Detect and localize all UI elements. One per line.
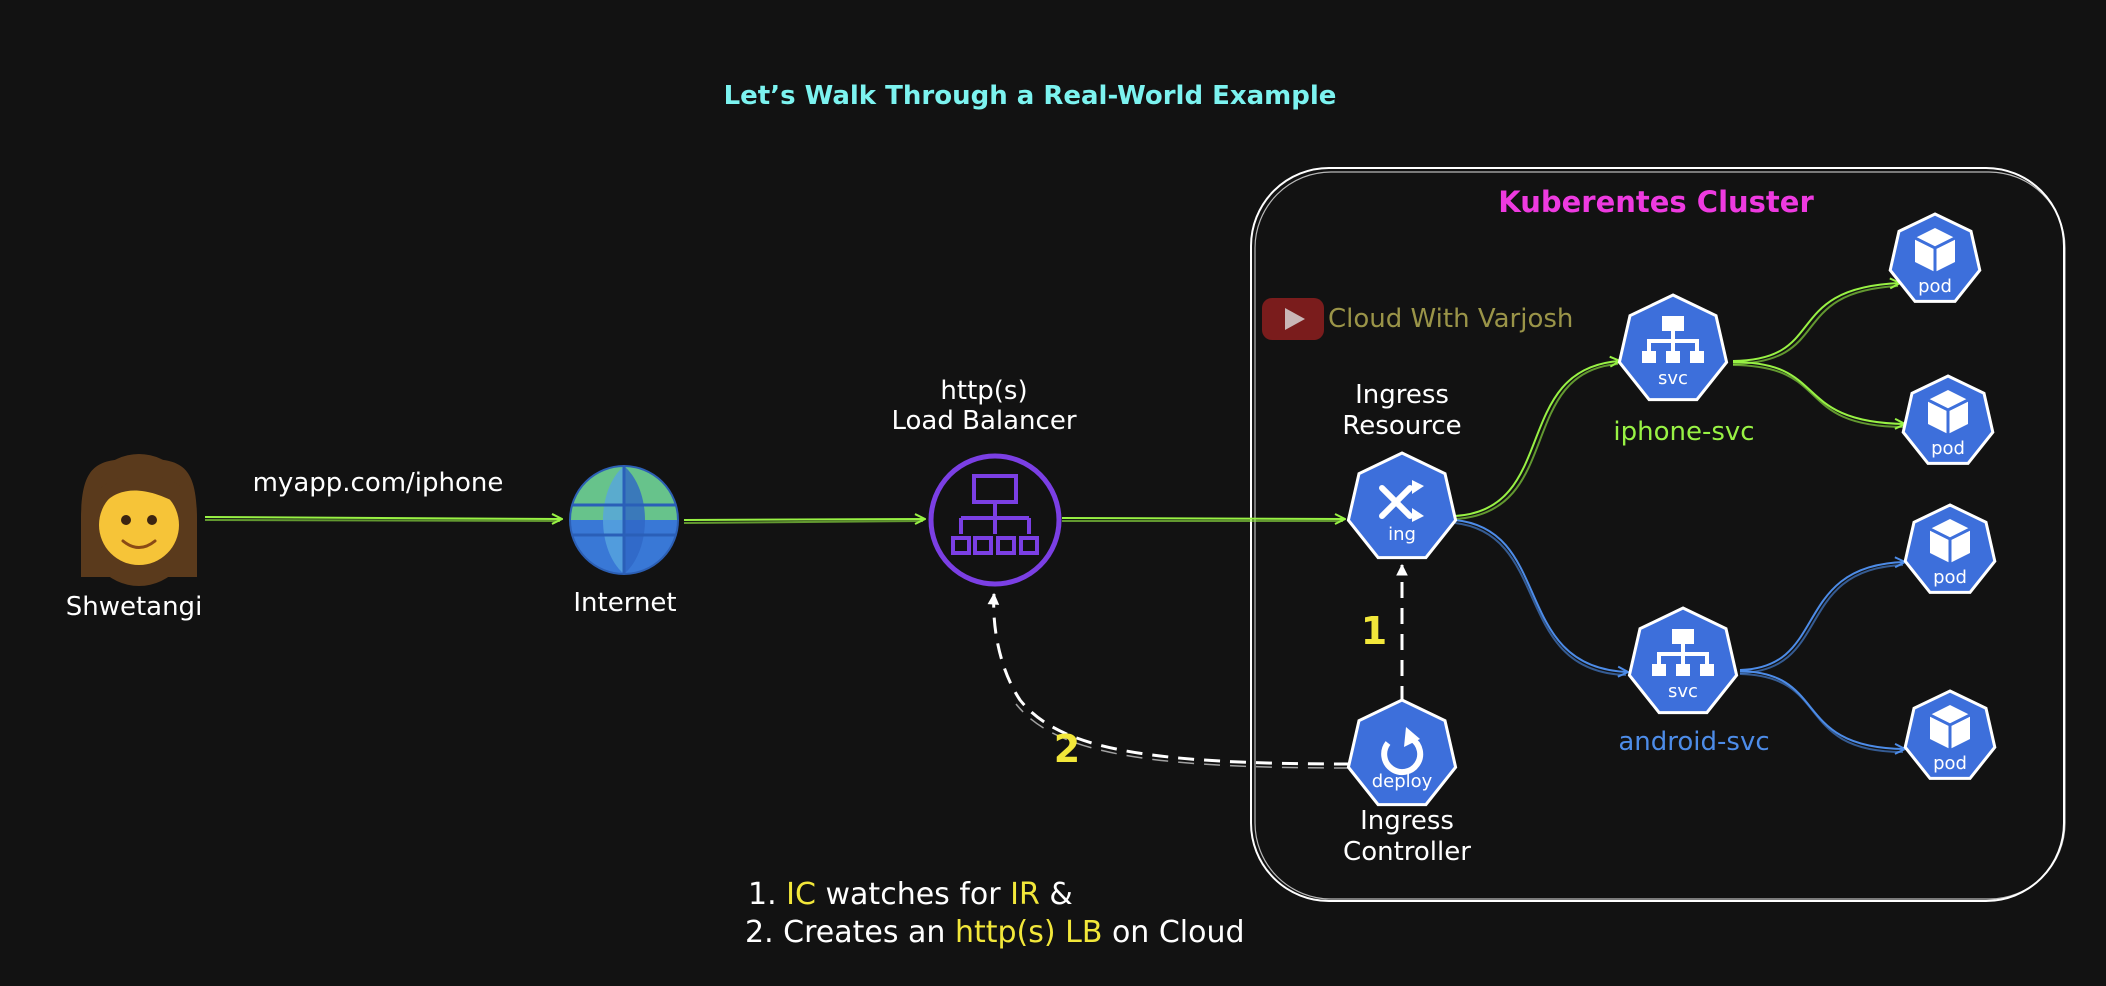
note-1-suffix: & [1049, 877, 1073, 912]
ingress-resource-label-line1: Ingress [1355, 380, 1449, 410]
flow-iphone-svc-to-pod1 [1732, 283, 1900, 362]
lb-label-line1: http(s) [940, 376, 1028, 406]
refresh-icon: deploy [1346, 698, 1458, 807]
flow-internet-to-lb [683, 519, 925, 520]
note-lb: http(s) LB [954, 915, 1103, 950]
step-1-number: 1 [1360, 609, 1388, 653]
ingress-resource-label-line2: Resource [1342, 411, 1462, 441]
flow-android-svc-to-pod3 [1739, 562, 1905, 671]
note-2-suffix: on Cloud [1111, 915, 1245, 950]
blue-traffic-flow [1454, 519, 1905, 752]
pod-badge: pod [1933, 753, 1967, 774]
shuffle-icon: ing [1346, 451, 1458, 560]
woman-emoji-icon [81, 454, 197, 586]
lb-label-line2: Load Balancer [891, 406, 1077, 436]
android-svc-node: svc [1627, 606, 1739, 715]
cube-icon: pod [1901, 374, 1995, 465]
android-svc-label: android-svc [1618, 727, 1770, 757]
pod-badge: pod [1933, 567, 1967, 588]
pod-node: pod [1901, 374, 1995, 465]
note-ic: IC [786, 877, 816, 912]
ingress-resource-node: ing [1346, 451, 1458, 560]
ingress-controller-label-line1: Ingress [1360, 806, 1454, 836]
youtube-play-icon [1262, 298, 1324, 340]
green-traffic-flow [204, 283, 1905, 523]
user-name: Shwetangi [65, 592, 203, 622]
dashed-controller-creates-lb [987, 592, 1351, 766]
iphone-svc-label: iphone-svc [1613, 417, 1755, 447]
cube-icon: pod [1888, 212, 1982, 303]
globe-icon [569, 465, 679, 575]
note-line-1: 1. IC watches for IR & [748, 876, 1073, 914]
request-url-label: myapp.com/iphone [252, 468, 504, 498]
cluster-boundary [1250, 167, 2066, 902]
pod-node: pod [1888, 212, 1982, 303]
flow-ingress-to-iphone-svc [1454, 361, 1620, 517]
pod-node: pod [1903, 503, 1997, 594]
internet-label: Internet [573, 588, 677, 618]
ingress-badge: ing [1388, 524, 1416, 545]
flow-iphone-svc-to-pod2 [1732, 361, 1905, 424]
page-title: Let’s Walk Through a Real-World Example [723, 81, 1337, 111]
deploy-badge: deploy [1372, 771, 1433, 792]
flow-user-to-internet [204, 517, 562, 519]
note-line-2: 2. Creates an http(s) LB on Cloud [745, 914, 1245, 952]
svc-badge: svc [1668, 681, 1698, 702]
ingress-controller-label-line2: Controller [1343, 837, 1471, 867]
note-1-mid: watches for [825, 877, 1001, 912]
cube-icon: pod [1903, 689, 1997, 780]
load-balancer-icon [928, 453, 1062, 587]
cluster-title: Kuberentes Cluster [1498, 185, 1814, 219]
note-1-prefix: 1. [748, 877, 777, 912]
brand-label: Cloud With Varjosh [1328, 304, 1574, 334]
svc-badge: svc [1658, 368, 1688, 389]
iphone-svc-node: svc [1617, 293, 1729, 402]
ingress-controller-node: deploy [1346, 698, 1458, 807]
flow-lb-to-ingress [1061, 518, 1345, 519]
flow-ingress-to-android-svc [1454, 519, 1628, 672]
pod-badge: pod [1918, 276, 1952, 297]
note-2-prefix: 2. Creates an [745, 915, 946, 950]
hierarchy-icon: svc [1617, 293, 1729, 402]
hierarchy-icon: svc [1627, 606, 1739, 715]
note-ir: IR [1010, 877, 1040, 912]
step-2-number: 2 [1053, 727, 1081, 771]
controller-actions [987, 563, 1408, 769]
pod-badge: pod [1931, 438, 1965, 459]
cube-icon: pod [1903, 503, 1997, 594]
pod-node: pod [1903, 689, 1997, 780]
